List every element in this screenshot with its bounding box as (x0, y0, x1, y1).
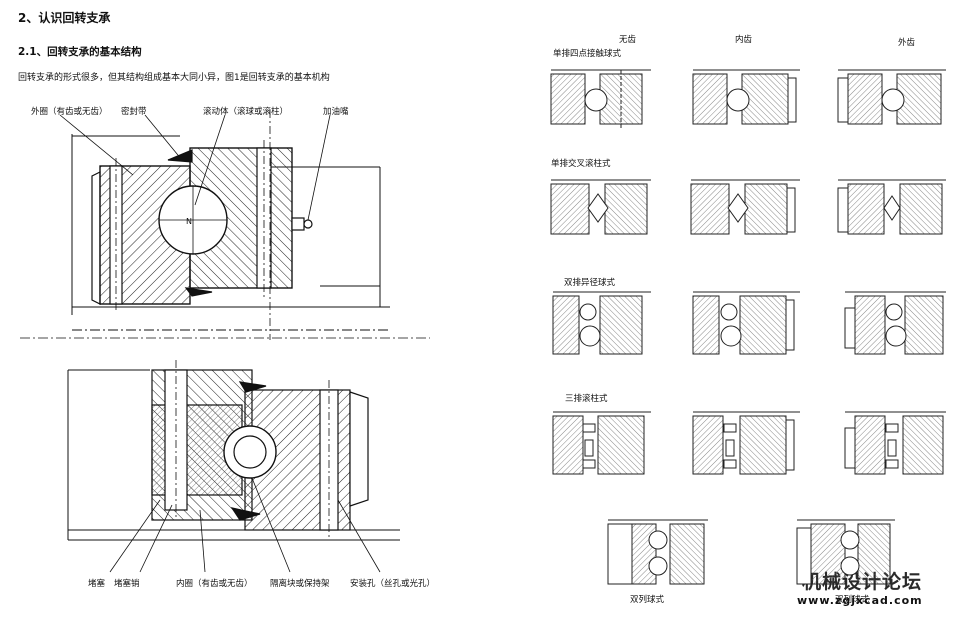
thumb-double-row-ball-bottom (607, 519, 708, 585)
label-spacer: 隔离块或保持架 (270, 579, 330, 589)
thumb-double-row-ball-internal-teeth (692, 291, 800, 355)
thumb-double-row-ball-bottom-right (796, 519, 895, 585)
thumb-four-point-internal-teeth (692, 69, 800, 125)
label-rolling-element: 滚动体（滚球或滚柱） (203, 107, 289, 117)
label-plug-pin: 堵塞销 (114, 579, 140, 589)
label-plug: 堵塞 (88, 579, 106, 589)
type-label-four-point-ball: 单排四点接触球式 (553, 49, 622, 59)
thumb-three-row-roller-internal-teeth (692, 411, 800, 475)
column-header-external-teeth: 外齿 (898, 38, 916, 48)
thumb-four-point-no-teeth (550, 69, 651, 130)
thumb-double-row-ball-no-teeth (552, 291, 651, 355)
column-header-no-teeth: 无齿 (619, 35, 637, 45)
subsection-title: 2.1、回转支承的基本结构 (18, 46, 142, 58)
label-outer-ring: 外圈（有齿或无齿） (31, 107, 108, 117)
thumb-three-row-roller-no-teeth (552, 411, 651, 475)
type-label-double-row-ball-bottom: 双列球式 (630, 595, 665, 605)
svg-text:N: N (186, 217, 192, 226)
thumb-double-row-ball-external-teeth (844, 291, 946, 355)
label-mount-hole: 安装孔（丝孔或光孔） (350, 579, 436, 589)
main-section-top-diagram: N (20, 110, 430, 340)
column-header-internal-teeth: 内齿 (735, 35, 753, 45)
label-inner-ring: 内圈（有齿或无齿） (176, 579, 253, 589)
label-seal: 密封带 (121, 107, 147, 117)
intro-text: 回转支承的形式很多，但其结构组成基本大同小异，图1是回转支承的基本机构 (18, 73, 330, 83)
thumb-crossed-roller-external-teeth (837, 179, 946, 235)
watermark-url: www.zgjxcad.com (797, 594, 923, 607)
thumb-four-point-external-teeth (837, 69, 946, 125)
main-section-bottom-diagram (67, 360, 400, 573)
thumb-crossed-roller-no-teeth (550, 179, 651, 235)
thumb-crossed-roller-internal-teeth (690, 179, 800, 235)
label-grease-nipple: 加油嘴 (323, 107, 349, 117)
type-label-double-row-ball-bottom-right: 双列球式 (835, 595, 870, 605)
type-label-crossed-roller: 单排交叉滚柱式 (551, 159, 611, 169)
thumbnail-grid (550, 69, 946, 585)
type-label-three-row-roller: 三排滚柱式 (565, 394, 608, 404)
thumb-three-row-roller-external-teeth (844, 411, 946, 475)
section-title: 2、认识回转支承 (18, 11, 111, 25)
type-label-double-row-ball: 双排异径球式 (564, 278, 616, 288)
